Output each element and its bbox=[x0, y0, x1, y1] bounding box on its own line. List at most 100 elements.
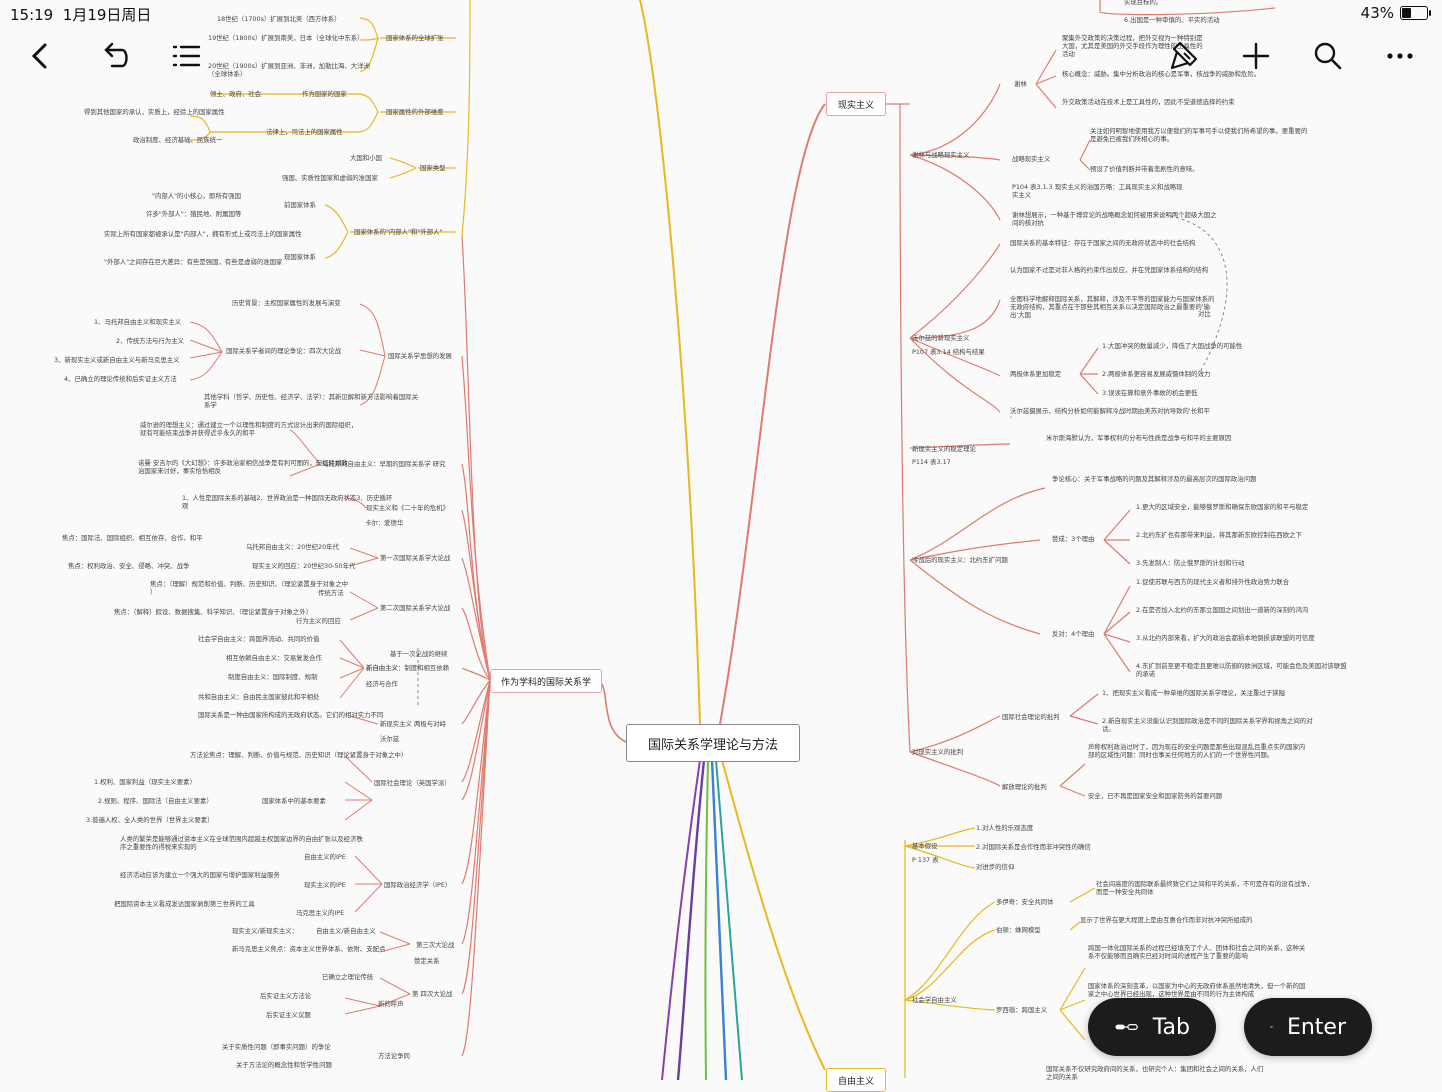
left-leaf-label[interactable]: 现国家体系 bbox=[284, 252, 316, 261]
left-node-label[interactable]: 国际关系学思想的发展 bbox=[388, 351, 453, 360]
right-leaf-label[interactable]: 2.在是否加入北约的东那立国国之间划出一道新的深刻的鸿沟 bbox=[1136, 605, 1308, 614]
right-leaf-label[interactable]: 国际关系的基本特征：存在于国家之间的无政府状态中的社会结构 bbox=[1010, 238, 1195, 247]
left-leaf-label[interactable]: 领土、政府、社会 bbox=[210, 89, 262, 98]
left-node-label[interactable]: 新自由主义：制度和相互依赖 bbox=[366, 663, 450, 672]
left-node-label[interactable]: 现实主义和《二十年的危机》 bbox=[366, 503, 449, 512]
right-leaf-label[interactable]: 反对：4个理由 bbox=[1052, 629, 1094, 638]
left-leaf-label[interactable]: "外部人"之间存在巨大差异：有些是强国，有些是虚弱的准国家 bbox=[104, 257, 283, 266]
right-leaf-label[interactable]: 谢林想展示，一种基于博弈论的战略概念如何被用来说明两个超级大国之间的核对抗 bbox=[1012, 210, 1217, 227]
more-button[interactable] bbox=[1380, 36, 1420, 76]
left-leaf-label[interactable]: 前国家体系 bbox=[284, 200, 316, 209]
left-leaf-label[interactable]: 1.权利、国家利益（现实主义要素） bbox=[94, 777, 196, 786]
left-leaf-label[interactable]: 关于实质性问题（即事实问题）的争论 bbox=[222, 1042, 331, 1051]
left-leaf-label[interactable]: 现实主义的回应：20世纪30-50年代 bbox=[252, 561, 356, 570]
left-leaf-label[interactable]: 后实证主义议题 bbox=[266, 1010, 311, 1019]
right-leaf-label[interactable]: 安全，已不再是国家安全和国家防务的首要问题 bbox=[1088, 791, 1223, 800]
right-leaf-label[interactable]: 跨国一体化国际关系的过程已经填充了个人、团体和社会之间的关系，这种关系不仅能够而… bbox=[1088, 943, 1306, 960]
left-node-label[interactable]: 第二次国际关系学大论战 bbox=[380, 603, 451, 612]
left-node-label[interactable]: 第一次国际关系学大论战 bbox=[380, 553, 451, 562]
tab-key-button[interactable]: Tab bbox=[1088, 998, 1216, 1056]
left-leaf-label[interactable]: 把国际资本主义看成发达国家剥削第三世界的工具 bbox=[114, 899, 255, 908]
left-leaf-label[interactable]: 社会学自由主义：跨国界流动、共同的价值 bbox=[198, 634, 320, 643]
left-node-label[interactable]: 第 四次大论战 bbox=[412, 989, 453, 998]
left-leaf-label[interactable]: 焦点：（理解）规范和价值、判断、历史知识、（理论紧置身于对象之中） bbox=[150, 579, 348, 596]
left-node-label[interactable]: 国家体系中的基本要素 bbox=[262, 796, 327, 805]
left-node-label[interactable]: 新现实主义 两极与对峙 bbox=[380, 719, 447, 728]
left-leaf-label[interactable]: 基于一次论战的继续 bbox=[390, 649, 448, 658]
left-leaf-label[interactable]: 沃尔兹 bbox=[380, 734, 400, 743]
left-leaf-label[interactable]: 得到其他国家的承认，实质上，经验上的国家属性 bbox=[84, 107, 225, 116]
right-leaf-label[interactable]: 两极体系更加稳定 bbox=[1010, 369, 1062, 378]
left-leaf-label[interactable]: 自由主义的IPE bbox=[304, 852, 346, 861]
right-leaf-label[interactable]: 罗西瑙：跨国主义 bbox=[996, 1005, 1048, 1014]
topic-realism[interactable]: 现实主义 bbox=[826, 92, 886, 116]
right-leaf-label[interactable]: P107 表3.14 结构与结果 bbox=[912, 347, 985, 356]
right-node-label[interactable]: 谢林与战略现实主义 bbox=[912, 150, 970, 159]
right-leaf-label[interactable]: 2.新自现实主义没能认识到国际政治是不同的国际关系学界和视角之间的对话。 bbox=[1102, 716, 1313, 733]
right-leaf-label[interactable]: 多伊奇：安全共同体 bbox=[996, 897, 1054, 906]
right-leaf-label[interactable]: 国际社会理论的批判 bbox=[1002, 712, 1060, 721]
right-leaf-label[interactable]: 实现目标的。 bbox=[1124, 0, 1162, 6]
right-leaf-label[interactable]: 声称权利政治过时了，因为现在的安全问题是那些出现混乱且重点实的国家内部的区域性问… bbox=[1088, 742, 1305, 759]
left-leaf-label[interactable]: 政治制度、经济基础、民族统一 bbox=[133, 135, 223, 144]
left-node-label[interactable]: 国际政治经济学（IPE） bbox=[384, 880, 451, 889]
right-node-label[interactable]: 社会学自由主义 bbox=[912, 995, 957, 1004]
right-node-label[interactable]: 新现实主义的稳定理论 bbox=[912, 444, 977, 453]
left-leaf-label[interactable]: 2、传统方法与行为主义 bbox=[116, 336, 185, 345]
left-leaf-label[interactable]: 人类的繁荣是能够通过资本主义在全球范围内超越主权国家边界的自由扩张以及经济秩序之… bbox=[120, 834, 363, 851]
right-leaf-label[interactable]: 战略现实主义 bbox=[1012, 154, 1051, 163]
right-leaf-label[interactable]: 解放理论的批判 bbox=[1002, 782, 1047, 791]
left-leaf-label[interactable]: 强国、实质性国家和虚弱的准国家 bbox=[282, 173, 378, 182]
left-leaf-label[interactable]: 行为主义的回应 bbox=[296, 616, 341, 625]
left-leaf-label[interactable]: 焦点：国际法、国际组织、相互依存、合作、和平 bbox=[62, 533, 203, 542]
left-leaf-label[interactable]: "内部人"的小核心，即所有强国 bbox=[152, 191, 241, 200]
right-leaf-label[interactable]: P104 表3.1.3 现实主义的治国方略：工具现实主义和战略现实主义 bbox=[1012, 182, 1183, 199]
right-node-label[interactable]: 冷战后的现实主义：北约东扩问题 bbox=[912, 555, 1008, 564]
right-leaf-label[interactable]: 2.两极体系更容易发展威慑体制的效力 bbox=[1102, 369, 1210, 378]
right-leaf-label[interactable]: 伯顿：蛛网模型 bbox=[996, 925, 1041, 934]
right-node-label[interactable]: 对现实主义的批判 bbox=[912, 747, 963, 756]
topic-liberalism[interactable]: 自由主义 bbox=[826, 1068, 886, 1092]
right-leaf-label[interactable]: 3.误读在算和意外事故的机会更低 bbox=[1102, 388, 1198, 397]
right-leaf-label[interactable]: 米尔斯海默认为，军事权利的分布与性质是战争与和平的主要原因 bbox=[1046, 433, 1231, 442]
left-leaf-label[interactable]: 经济活动应该为建立一个强大的国家与增护国家利益服务 bbox=[120, 870, 280, 879]
back-button[interactable] bbox=[20, 36, 60, 76]
left-leaf-label[interactable]: 4、已确立的理论传统和后实证主义方法 bbox=[64, 374, 177, 383]
outline-button[interactable] bbox=[166, 36, 206, 76]
left-leaf-label[interactable]: 3、新现实主义或新自由主义与新马克思主义 bbox=[54, 355, 180, 364]
right-leaf-label[interactable]: 1.大国冲突的数量减少，降低了大国战争的可能性 bbox=[1102, 341, 1243, 350]
left-leaf-label[interactable]: 威尔逊的理想主义：通过建立一个以理性和制度的方式设计出来的国际组织，就有可能结束… bbox=[140, 420, 357, 437]
right-leaf-label[interactable]: 6.出国是一种审慎的、平实的活动 bbox=[1124, 15, 1220, 24]
right-leaf-label[interactable]: 显示了世界在更大程度上是由互惠合作而非对抗冲突所组成的 bbox=[1080, 915, 1253, 924]
left-node-label[interactable]: 国际社会理论（英国学派） bbox=[374, 778, 451, 787]
right-leaf-label[interactable]: 1、把现实主义看成一种单维的国际关系学理论，关注重过于狭隘 bbox=[1102, 688, 1286, 697]
left-node-label[interactable]: 国家类型 bbox=[420, 163, 446, 172]
topic-international-relations-discipline[interactable]: 作为学科的国际关系学 bbox=[490, 669, 602, 693]
left-leaf-label[interactable]: 诺曼·安吉尔的《大幻想》：许多政治家相信战争是有利可图的，但经验却政治国家来讨好… bbox=[138, 458, 348, 475]
left-leaf-label[interactable]: 1、人性是国际关系的基础2、世界政治是一种国际无政府状态3、历史循环观 bbox=[182, 493, 393, 510]
left-leaf-label[interactable]: 赞定关系 bbox=[414, 956, 440, 965]
right-leaf-label[interactable]: 关注如何明智地使用我方以便我们的军事可手以使我们所希望的事。要重要的是避免已被我… bbox=[1090, 126, 1307, 143]
right-leaf-label[interactable]: 国际关系不仅研究政府间的关系，也研究个人：集团和社会之间的关系，人们之间的关系 bbox=[1046, 1064, 1263, 1080]
left-leaf-label[interactable]: 其他学科（哲学、历史性、经济学、法学）：其新见解和新方法影响着国际关系学 bbox=[204, 392, 419, 409]
right-node-label[interactable]: 基本假设 bbox=[912, 841, 938, 850]
root-topic[interactable]: 国际关系学理论与方法 bbox=[626, 724, 800, 762]
left-leaf-label[interactable]: 国际关系学者间的理论争论：四次大论战 bbox=[226, 346, 342, 355]
left-leaf-label[interactable]: 18世纪（1700s）扩展到北美（西方体系） bbox=[217, 14, 341, 23]
left-leaf-label[interactable]: 经济与合作 bbox=[366, 679, 399, 688]
left-leaf-label[interactable]: 国际关系是一种由国家所构成的无政府状态。它们的相对实力不同 bbox=[198, 710, 383, 719]
right-leaf-label[interactable]: 4.东扩到前至更不稳定且更难以防御的欧洲区域，可能会危及美国对该联盟的承诺 bbox=[1136, 661, 1347, 678]
right-leaf-label[interactable]: 认为国家不过是对非人格的约束作出反应，并在凭国家体系结构的结构 bbox=[1010, 265, 1208, 274]
left-leaf-label[interactable]: 现实主义/新现实主义： bbox=[232, 926, 298, 935]
left-node-label[interactable]: 方法论争同 bbox=[378, 1051, 410, 1060]
left-leaf-label[interactable]: 马克思主义的IPE bbox=[296, 908, 344, 917]
left-leaf-label[interactable]: 1、马托邦自由主义和现实主义 bbox=[94, 317, 182, 326]
left-leaf-label[interactable]: 焦点：（解释）假设、数据搜集、科学知识、（理论紧置身于对象之外） bbox=[114, 607, 312, 616]
left-leaf-label[interactable]: 新的呼声 bbox=[378, 999, 404, 1008]
left-leaf-label[interactable]: 传统方法 bbox=[318, 588, 344, 597]
right-leaf-label[interactable]: 对比 bbox=[1198, 309, 1211, 318]
left-leaf-label[interactable]: 20世纪（1900s）扩展到亚洲、非洲，加勒比海、大洋洲（全球体系） bbox=[208, 61, 370, 78]
right-leaf-label[interactable]: 对进步的信仰 bbox=[976, 862, 1014, 871]
left-leaf-label[interactable]: 自由主义/新自由主义 bbox=[316, 926, 376, 935]
left-leaf-label[interactable]: 关于方法论的概念性和哲学性问题 bbox=[236, 1060, 332, 1069]
